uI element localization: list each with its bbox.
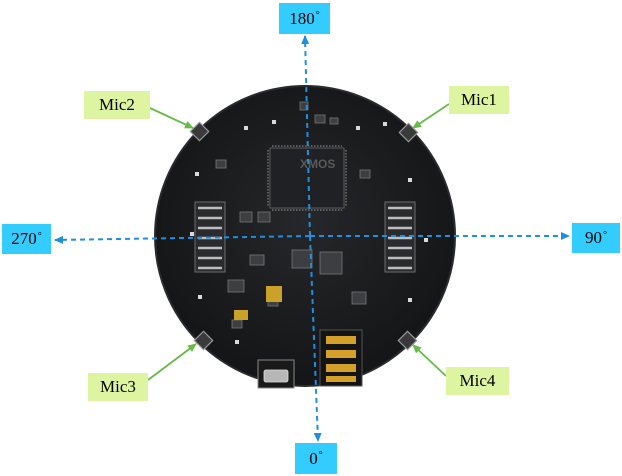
audio-jack [319,329,363,387]
axis-arrow-0 [309,235,322,442]
angle-value: 90 [585,228,602,247]
mic2-leader-line [149,107,194,129]
axis-arrow-270 [54,235,311,244]
mic-pads [189,121,419,351]
angle-value: 180 [289,8,315,28]
direction-axes [54,35,570,442]
angle-label-90: 90° [572,223,620,253]
mic4-pad [397,330,418,351]
angle-value: 270 [11,229,37,248]
angle-label-270: 270° [2,224,51,254]
mic2-pad [189,121,210,142]
angle-label-180: 180° [279,3,330,34]
mic3-label: Mic3 [88,373,148,401]
angle-value: 0 [309,448,318,468]
mic-leader-lines [147,103,450,381]
chip-marking: XMOS [300,157,335,171]
usb-port [257,359,295,389]
degree-symbol: ° [37,230,42,242]
mic4-leader-line [412,344,447,377]
degree-symbol: ° [603,229,607,241]
mic1-label: Mic1 [449,86,509,114]
angle-label-0: 0° [295,443,337,474]
processor-chip [269,147,345,209]
processor-pins [267,145,347,211]
mic1-leader-line [412,103,450,129]
axis-arrow-180 [301,35,311,237]
mic3-pad [193,330,214,351]
degree-symbol: ° [315,10,320,21]
degree-symbol: ° [318,450,323,461]
mic4-label: Mic4 [446,367,509,395]
mic3-leader-line [147,343,197,381]
mic2-label: Mic2 [84,91,150,119]
capacitors [234,286,282,320]
